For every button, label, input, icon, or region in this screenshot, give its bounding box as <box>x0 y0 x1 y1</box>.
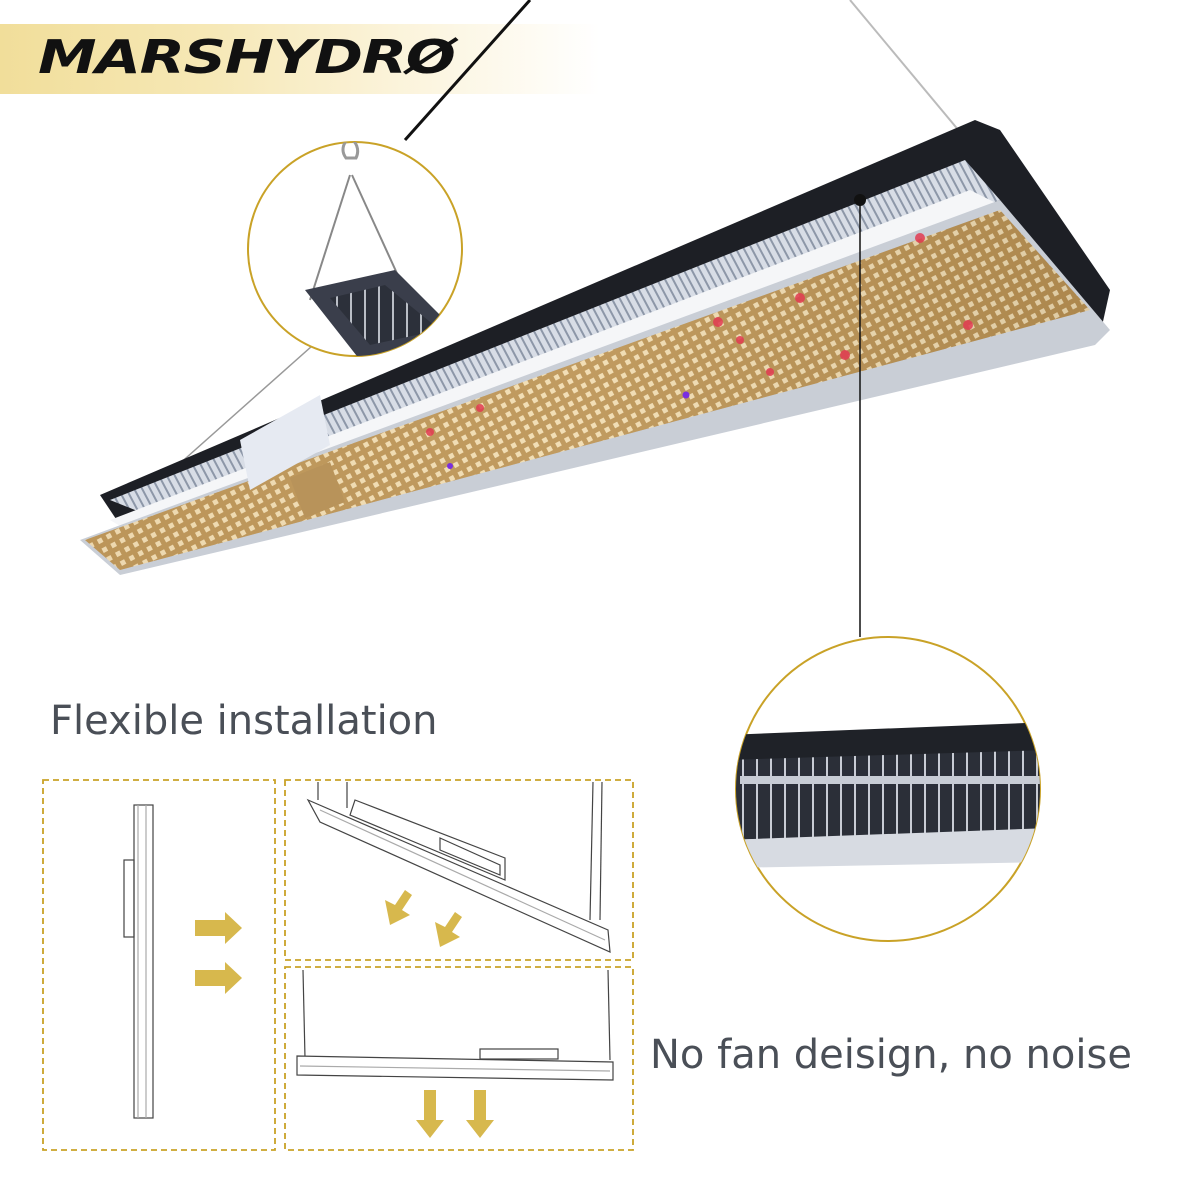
flexible-installation-heading: Flexible installation <box>50 698 438 744</box>
arrow-down-icon <box>416 1090 494 1138</box>
callout-dot <box>854 194 866 206</box>
angled-mount-diagram <box>306 781 611 953</box>
horizontal-mount-diagram <box>296 969 614 1081</box>
horizontal-frame <box>284 966 634 1151</box>
hanging-cable <box>403 0 532 141</box>
arrow-down-left-icon <box>385 890 462 947</box>
brand-logo: MARSHYDRØ <box>38 30 456 84</box>
heatsink-fins <box>110 160 1000 520</box>
vertical-frame <box>42 779 276 1151</box>
angled-frame <box>284 779 634 961</box>
vertical-mount-diagram <box>123 804 154 1119</box>
driver-connector <box>290 462 345 518</box>
installation-frames <box>42 779 634 1151</box>
hanger-callout <box>247 141 463 357</box>
driver-box <box>240 395 330 490</box>
heatsink-callout <box>735 636 1041 942</box>
no-fan-heading: No fan deisign, no noise <box>650 1032 1132 1078</box>
arrow-right-icon <box>195 912 242 994</box>
